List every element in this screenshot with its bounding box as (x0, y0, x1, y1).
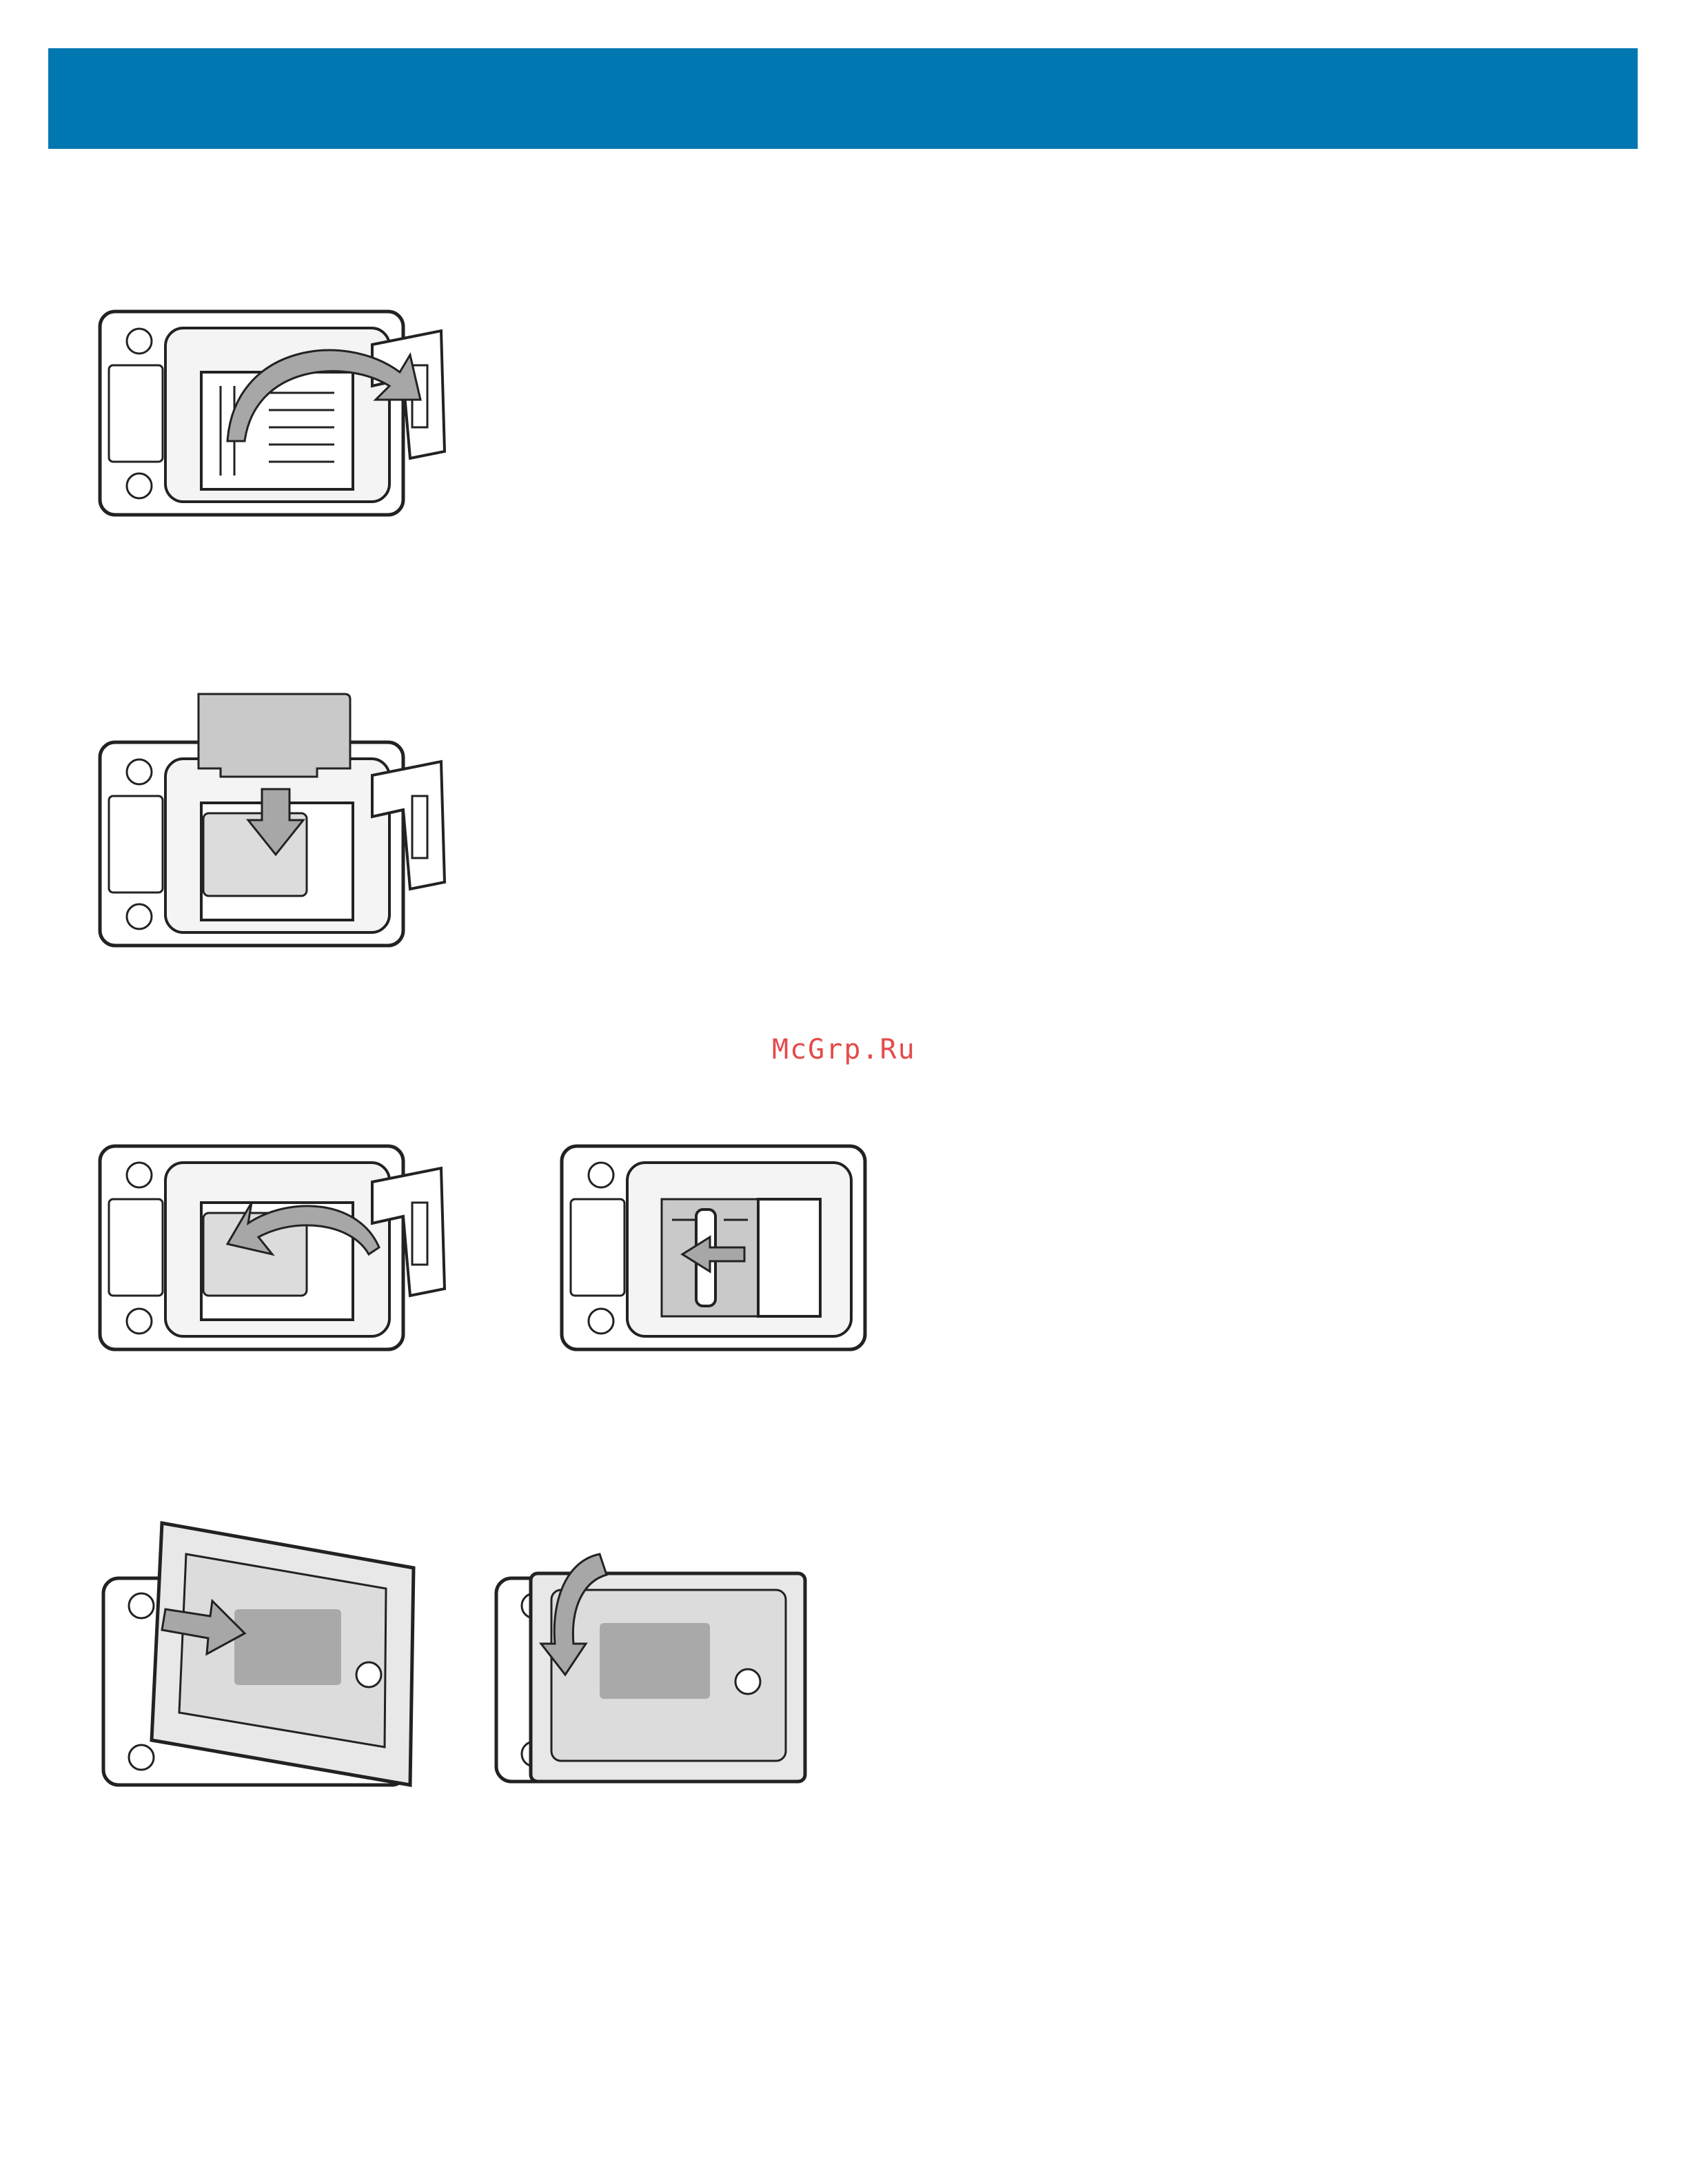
access-door-insert-arrow-icon (96, 1520, 427, 1795)
slide-lock-arrow-icon (558, 1134, 875, 1361)
figure-close-card-holder (96, 1134, 469, 1361)
header-band (48, 48, 1638, 149)
figure-slide-lock (558, 1134, 875, 1361)
figure-open-card-holder (96, 303, 469, 524)
watermark: McGrp.Ru (772, 1034, 916, 1065)
figure-insert-microsd (96, 686, 469, 955)
access-door-rotate-arrow-icon (489, 1547, 813, 1795)
card-holder-open-arrow-icon (96, 303, 469, 524)
figure-insert-access-door (96, 1520, 427, 1795)
door-close-arrow-icon (96, 1134, 469, 1361)
figure-rotate-access-door (489, 1547, 813, 1795)
card-insert-down-arrow-icon (96, 686, 469, 955)
